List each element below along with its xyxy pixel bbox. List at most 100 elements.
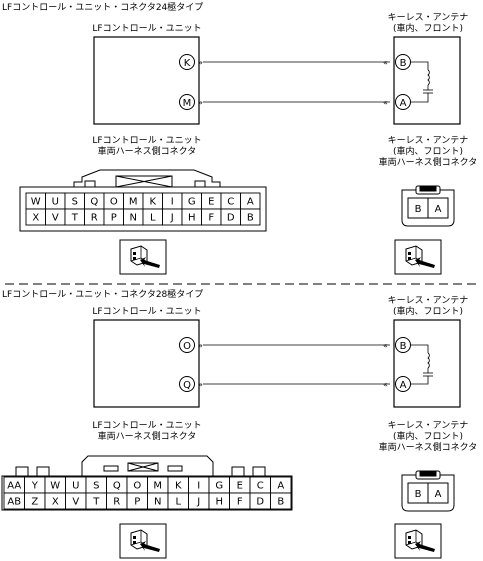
section1-right-probe-icon bbox=[394, 239, 442, 275]
section2-left-conn-title-2: 車両ハーネス側コネクタ bbox=[98, 430, 197, 442]
section1-pin-cell-B bbox=[240, 208, 261, 226]
section1-pin-right-1 bbox=[395, 54, 411, 70]
section2-pin-label-R: R bbox=[113, 497, 120, 508]
section2-pin-label-B: B bbox=[277, 497, 284, 508]
section1-antenna-coil-icon bbox=[411, 61, 433, 103]
svg-text:»: » bbox=[198, 58, 203, 67]
section2-pin-label-E: E bbox=[237, 481, 243, 492]
section1-pin-label-E: E bbox=[208, 197, 214, 208]
section2-pin-label-V: V bbox=[72, 497, 79, 508]
section2-antenna-box bbox=[393, 319, 461, 408]
section1-pin-label-B: B bbox=[247, 213, 254, 224]
section2-pin-label-O: O bbox=[133, 481, 141, 492]
section2-left-conn-title-1: LFコントロール・ユニット bbox=[92, 421, 201, 431]
section2-pin-right-1-label: B bbox=[400, 341, 407, 352]
section2-pin-label-G: G bbox=[215, 481, 223, 492]
section2-pin-left-1-label: O bbox=[183, 341, 191, 352]
section1-right-conn-title-2: (車内、フロント) bbox=[393, 145, 463, 157]
section1-pin-label-N: N bbox=[130, 213, 137, 224]
section1-pin-label-V: V bbox=[52, 213, 59, 224]
section1-pin-label-P: P bbox=[111, 213, 117, 224]
section2-left-probe-icon bbox=[119, 523, 167, 559]
section2-pin-label-M: M bbox=[153, 481, 162, 492]
section2-right-conn-title-1: キーレス・アンテナ bbox=[388, 420, 469, 431]
section1-left-unit-title: LFコントロール・ユニット bbox=[92, 24, 201, 34]
section2-pin-label-A: A bbox=[277, 481, 284, 492]
section1-pin-left-2-label: M bbox=[183, 98, 192, 109]
section1-pin-label-X: X bbox=[32, 213, 39, 224]
section2-right-probe-icon bbox=[394, 523, 442, 559]
section2-pin-label-AB: AB bbox=[7, 497, 21, 508]
section2-pin-cell-B bbox=[270, 492, 292, 510]
section2-pin-label-X: X bbox=[52, 497, 59, 508]
section2-pin-label-AA: AA bbox=[7, 481, 21, 492]
section2-pin-label-I: I bbox=[197, 481, 200, 492]
section2-pin-label-J: J bbox=[196, 497, 200, 508]
section1-antenna-pin-a: A bbox=[435, 204, 442, 215]
section1-pin-label-O: O bbox=[110, 197, 118, 208]
section1-pin-left-2 bbox=[179, 94, 195, 110]
section1-pin-label-I: I bbox=[171, 197, 174, 208]
section2-right-unit-title-1: キーレス・アンテナ bbox=[388, 295, 469, 306]
section1-pin-right-2-label: A bbox=[400, 98, 407, 109]
section2-pin-label-T: T bbox=[92, 497, 100, 508]
section2-pin-label-Y: Y bbox=[31, 481, 39, 492]
section2-pin-label-C: C bbox=[257, 481, 264, 492]
svg-text:«: « bbox=[383, 58, 388, 67]
section1-right-unit-title-1: キーレス・アンテナ bbox=[388, 12, 469, 23]
section2-left-unit-title: LFコントロール・ユニット bbox=[92, 307, 201, 317]
section1-pin-label-C: C bbox=[227, 197, 234, 208]
section2-antenna-pin-b: B bbox=[415, 489, 422, 500]
section1-antenna-box bbox=[393, 36, 461, 125]
section1-control-unit-box bbox=[93, 36, 200, 125]
section2-pin-label-S: S bbox=[93, 481, 99, 492]
section2-pin-label-Q: Q bbox=[113, 481, 121, 492]
section2-pin-label-H: H bbox=[215, 497, 223, 508]
section2-heading: LFコントロール・ユニット・コネクタ28極タイプ bbox=[2, 288, 203, 300]
section1-pin-label-A: A bbox=[247, 197, 254, 208]
section2-pin-label-F: F bbox=[237, 497, 243, 508]
section2-pin-label-L: L bbox=[175, 497, 181, 508]
section1-left-conn-title-1: LFコントロール・ユニット bbox=[92, 136, 201, 146]
section1-pin-label-M: M bbox=[129, 197, 138, 208]
section1-pin-label-L: L bbox=[150, 213, 156, 224]
section2-right-unit-title-2: (車内、フロント) bbox=[393, 305, 463, 317]
section1-pin-left-1-label: K bbox=[184, 58, 191, 69]
section2-pin-label-K: K bbox=[175, 481, 182, 492]
section1-pin-label-J: J bbox=[170, 213, 174, 224]
section1-pin-label-Q: Q bbox=[90, 197, 98, 208]
section1-pin-left-1 bbox=[179, 54, 195, 70]
section1-right-conn-title-3: 車両ハーネス側コネクタ bbox=[379, 156, 478, 168]
section1-pin-label-G: G bbox=[188, 197, 196, 208]
section1-antenna-connector bbox=[401, 185, 455, 227]
section1-pin-label-W: W bbox=[31, 197, 41, 208]
section1-pin-label-R: R bbox=[91, 213, 98, 224]
section2-pin-left-2 bbox=[179, 376, 195, 392]
section1-left-probe-icon bbox=[119, 239, 167, 275]
svg-text:«: « bbox=[383, 380, 388, 389]
section2-pin-right-2 bbox=[395, 376, 411, 392]
section2-pin-label-N: N bbox=[154, 497, 161, 508]
svg-text:«: « bbox=[383, 341, 388, 350]
section1-antenna-pin-b: B bbox=[415, 204, 422, 215]
section2-pin-left-1 bbox=[179, 337, 195, 353]
section1-pin-label-K: K bbox=[149, 197, 156, 208]
section1-pin-right-1-label: B bbox=[400, 58, 407, 69]
section2-pin-label-W: W bbox=[50, 481, 60, 492]
section1-pin-label-T: T bbox=[71, 213, 79, 224]
section1-pin-right-2 bbox=[395, 94, 411, 110]
section2-pin-right-2-label: A bbox=[400, 380, 407, 391]
section1-pin-label-F: F bbox=[208, 213, 214, 224]
svg-text:»: » bbox=[198, 380, 203, 389]
section2-pin-label-P: P bbox=[134, 497, 140, 508]
section2-pin-label-U: U bbox=[72, 481, 79, 492]
section1-pin-label-D: D bbox=[227, 213, 235, 224]
svg-text:«: « bbox=[383, 98, 388, 107]
section1-right-unit-title-2: (車内、フロント) bbox=[393, 22, 463, 34]
section1-heading: LFコントロール・ユニット・コネクタ24極タイプ bbox=[2, 1, 203, 13]
section2-pin-right-1 bbox=[395, 337, 411, 353]
section2-pin-left-2-label: Q bbox=[183, 380, 191, 391]
section2-pin-label-D: D bbox=[256, 497, 264, 508]
